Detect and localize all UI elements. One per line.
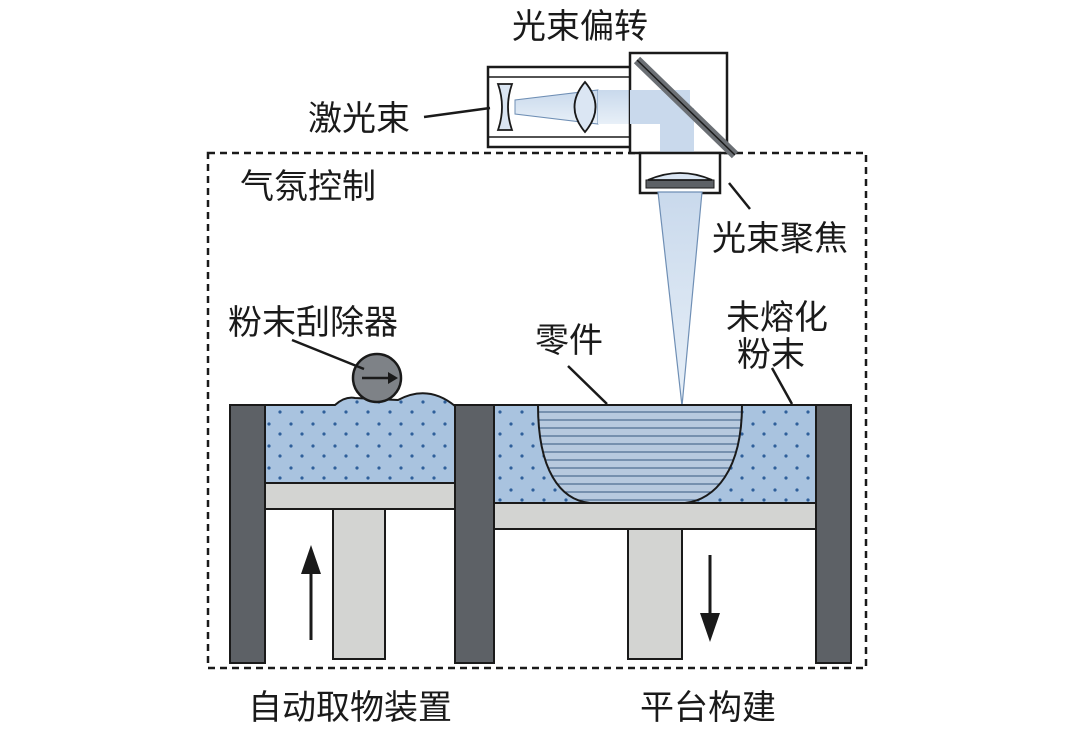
powder-scraper-roller — [351, 352, 403, 404]
label-atmosphere-control: 气氛控制 — [240, 167, 376, 207]
feed-piston — [332, 508, 386, 660]
focus-lens — [647, 172, 713, 181]
left-wall — [229, 404, 266, 664]
feed-platform — [264, 482, 456, 510]
optics-housing — [486, 51, 739, 195]
label-unmelted-powder-line2: 粉末 — [737, 335, 805, 375]
up-arrow-icon — [301, 545, 321, 640]
atmosphere-enclosure — [206, 151, 868, 670]
label-beam-deflection: 光束偏转 — [512, 7, 648, 47]
middle-wall — [454, 404, 495, 664]
label-powder-scraper: 粉末刮除器 — [228, 303, 398, 343]
down-arrow-icon — [700, 555, 720, 642]
label-part: 零件 — [535, 321, 603, 361]
label-unmelted-powder-line1: 未熔化 — [726, 298, 828, 338]
label-beam-focusing: 光束聚焦 — [712, 219, 848, 259]
label-auto-retrieval-device: 自动取物装置 — [248, 688, 452, 728]
right-wall — [815, 404, 852, 664]
part — [536, 404, 744, 504]
concave-lens — [496, 83, 514, 131]
build-piston — [627, 528, 683, 660]
label-laser-beam: 激光束 — [308, 99, 410, 139]
focused-laser-beam — [657, 191, 703, 407]
convex-lens — [573, 80, 597, 134]
build-platform — [493, 502, 817, 530]
label-platform-build: 平台构建 — [640, 688, 776, 728]
